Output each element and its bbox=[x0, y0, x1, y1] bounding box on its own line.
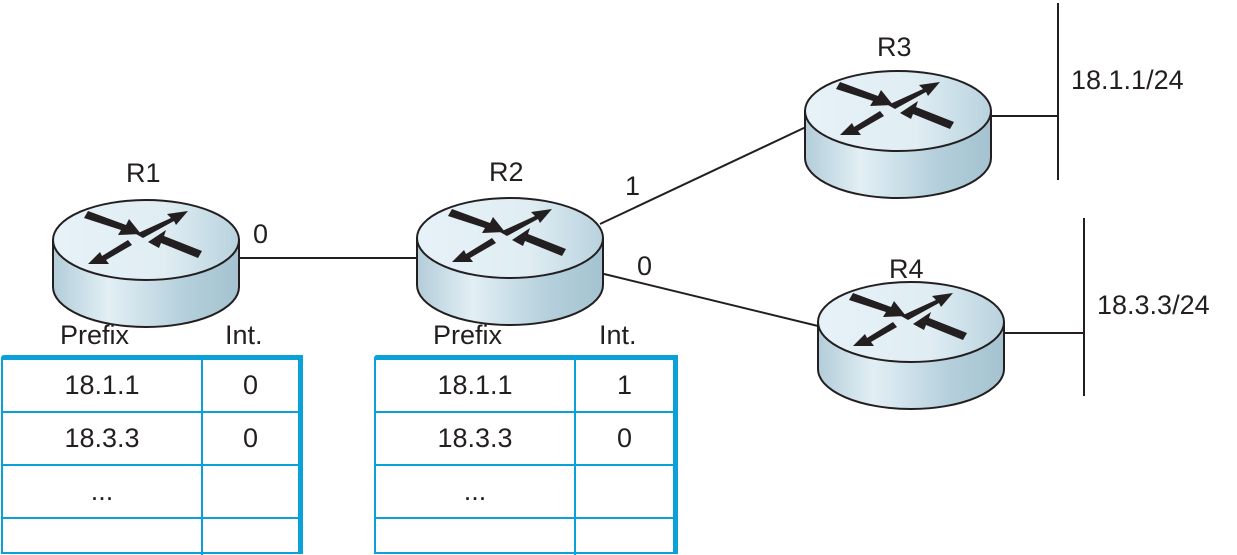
interface-cell bbox=[574, 464, 673, 519]
router-r3-label: R3 bbox=[877, 32, 912, 62]
router-r3-icon[interactable] bbox=[804, 70, 992, 199]
table-row bbox=[376, 517, 673, 555]
table-row: 18.3.3 0 bbox=[376, 411, 673, 466]
interface-cell bbox=[201, 517, 298, 555]
subnet-label-r4: 18.3.3/24 bbox=[1097, 290, 1210, 320]
prefix-cell: ... bbox=[3, 464, 203, 519]
interface-cell: 0 bbox=[201, 360, 298, 413]
interface-cell: 0 bbox=[201, 411, 298, 466]
router-r1-label: R1 bbox=[126, 158, 161, 188]
link-r2-r4 bbox=[599, 272, 819, 327]
prefix-cell: 18.3.3 bbox=[3, 411, 203, 466]
link-r2-r3 bbox=[599, 126, 807, 225]
r1-forwarding-table: 18.1.1 0 18.3.3 0 ... bbox=[1, 355, 303, 555]
interface-label-r2-0: 0 bbox=[637, 251, 653, 281]
router-r4-label: R4 bbox=[889, 254, 924, 284]
table-row: 18.1.1 1 bbox=[376, 360, 673, 413]
interface-cell: 1 bbox=[574, 360, 673, 413]
router-r1-icon[interactable] bbox=[52, 199, 240, 328]
prefix-cell bbox=[376, 517, 576, 555]
table-row bbox=[3, 517, 298, 555]
table-row: ... bbox=[3, 464, 298, 519]
interface-label-r1-0: 0 bbox=[253, 219, 269, 249]
prefix-cell: 18.1.1 bbox=[376, 360, 576, 413]
r2-forwarding-table: 18.1.1 1 18.3.3 0 ... bbox=[374, 355, 678, 555]
prefix-cell: 18.1.1 bbox=[3, 360, 203, 413]
r1-table-header-int: Int. bbox=[225, 320, 263, 350]
router-r2-label: R2 bbox=[489, 157, 524, 187]
prefix-cell: 18.3.3 bbox=[376, 411, 576, 466]
table-row: 18.1.1 0 bbox=[3, 360, 298, 413]
r2-table-header-prefix: Prefix bbox=[433, 320, 503, 350]
prefix-cell bbox=[3, 517, 203, 555]
router-r2-icon[interactable] bbox=[416, 197, 604, 326]
table-row: ... bbox=[376, 464, 673, 519]
interface-cell bbox=[574, 517, 673, 555]
table-row: 18.3.3 0 bbox=[3, 411, 298, 466]
router-r4-icon[interactable] bbox=[817, 281, 1005, 410]
interface-cell: 0 bbox=[574, 411, 673, 466]
interface-label-r2-1: 1 bbox=[625, 171, 641, 201]
prefix-cell: ... bbox=[376, 464, 576, 519]
r2-table-header-int: Int. bbox=[599, 320, 637, 350]
interface-cell bbox=[201, 464, 298, 519]
subnet-label-r3: 18.1.1/24 bbox=[1071, 65, 1184, 95]
r1-table-header-prefix: Prefix bbox=[60, 320, 130, 350]
